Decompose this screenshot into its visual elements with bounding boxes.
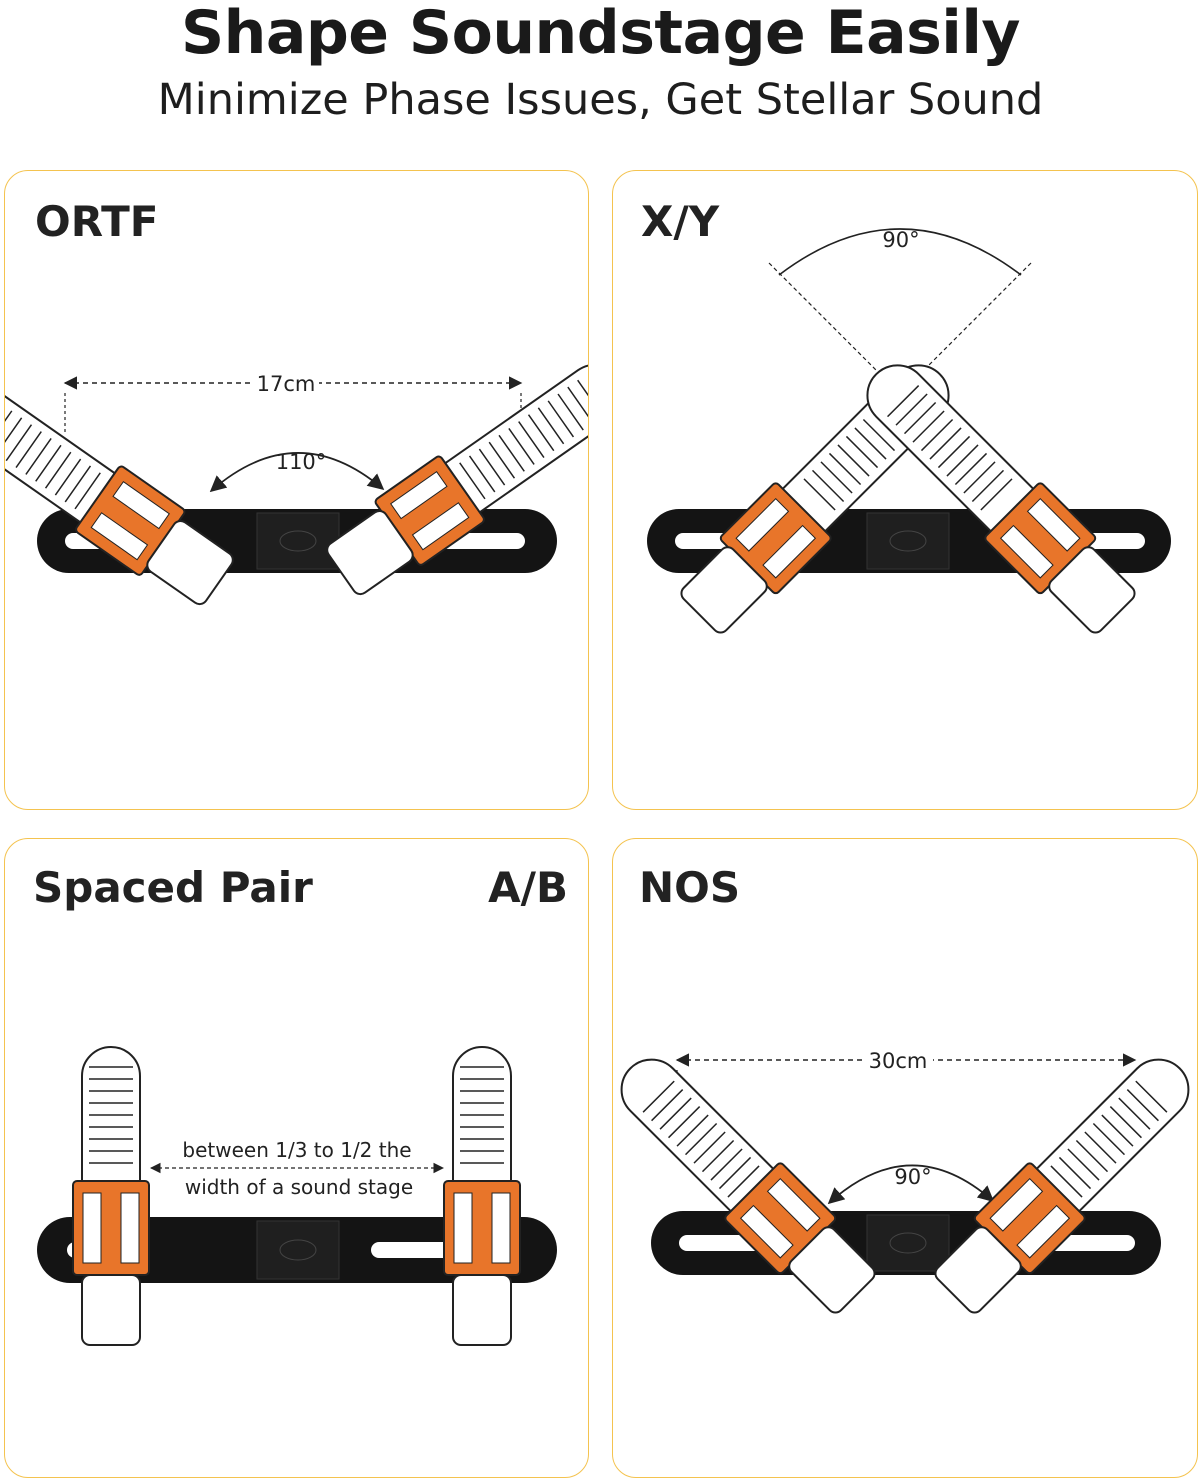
- right-microphone: [866, 364, 1136, 634]
- spaced-pair-diagram: between 1/3 to 1/2 the width of a sound …: [37, 1046, 557, 1346]
- xy-angle-label: 90°: [882, 228, 919, 252]
- right-microphone: [326, 363, 588, 596]
- ortf-distance-label: 17cm: [257, 372, 316, 396]
- page-title: Shape Soundstage Easily: [180, 0, 1021, 68]
- panel-nos: NOS 30cm 90°: [612, 838, 1198, 1478]
- panel-spaced-pair: Spaced Pair A/B between 1/3 to 1/2 the w…: [4, 838, 589, 1478]
- ortf-diagram: 17cm 110°: [5, 363, 588, 606]
- panel-title-nos: NOS: [639, 863, 741, 912]
- spacing-label-line1: between 1/3 to 1/2 the: [182, 1138, 411, 1162]
- panel-title-spaced-pair: Spaced Pair: [33, 863, 313, 912]
- spacing-dimension: between 1/3 to 1/2 the width of a sound …: [149, 1138, 445, 1199]
- panel-title-xy: X/Y: [641, 197, 720, 246]
- nos-distance-label: 30cm: [869, 1049, 928, 1073]
- left-microphone: [620, 1058, 876, 1314]
- panel-title-ortf: ORTF: [35, 197, 159, 246]
- xy-diagram: 90°: [647, 228, 1171, 634]
- right-microphone: [934, 1058, 1190, 1314]
- panel-xy: X/Y 90°: [612, 170, 1198, 810]
- nos-angle-label: 90°: [894, 1165, 931, 1189]
- ortf-angle-label: 110°: [276, 450, 327, 474]
- nos-distance-dimension: 30cm: [675, 1046, 1137, 1107]
- right-microphone: [443, 1046, 521, 1346]
- nos-angle-dimension: 90°: [827, 1164, 995, 1205]
- left-microphone: [72, 1046, 150, 1346]
- panel-title-ab: A/B: [488, 863, 568, 912]
- ortf-distance-dimension: 17cm: [63, 369, 523, 433]
- nos-diagram: 30cm 90°: [620, 1046, 1190, 1314]
- page-subtitle: Minimize Phase Issues, Get Stellar Sound: [157, 75, 1044, 125]
- spacing-label-line2: width of a sound stage: [185, 1175, 413, 1199]
- left-microphone: [5, 373, 234, 606]
- panel-ortf: ORTF 17cm 110°: [4, 170, 589, 810]
- ortf-angle-dimension: 110°: [209, 450, 385, 493]
